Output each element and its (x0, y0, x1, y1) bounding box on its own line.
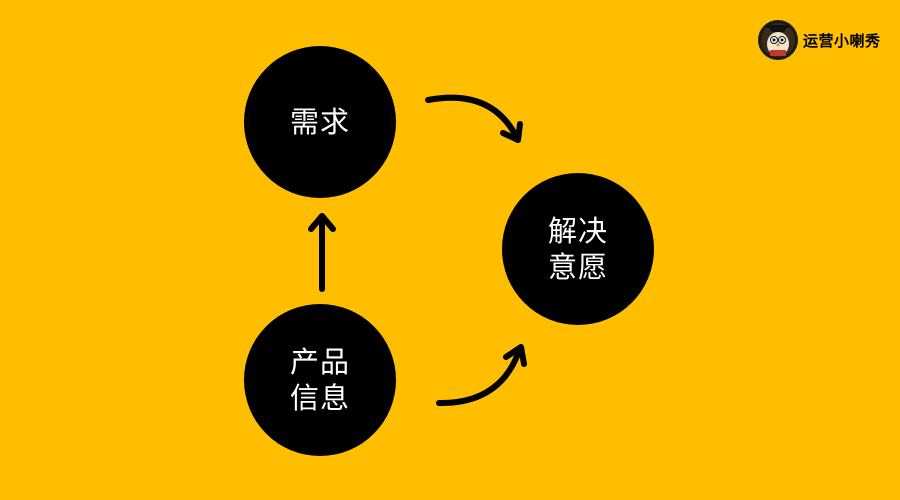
arrow-need-to-solve (425, 94, 523, 143)
node-solve-intent-label-2: 意愿 (547, 250, 608, 284)
node-solve-intent-label-1: 解决 (547, 214, 608, 248)
node-product-info: 产品 信息 (244, 304, 396, 456)
arrow-info-to-solve (436, 344, 527, 407)
owl-mascot-icon (758, 20, 798, 60)
arrow-info-to-need (308, 213, 336, 292)
brand-name: 运营小喇秀 (803, 31, 881, 50)
node-need: 需求 (244, 46, 396, 198)
node-product-info-label-2: 信息 (289, 381, 350, 415)
node-need-label-1: 需求 (289, 105, 350, 139)
node-solve-intent: 解决 意愿 (502, 173, 654, 325)
brand-logo: 运营小喇秀 (757, 18, 881, 62)
node-product-info-label-1: 产品 (289, 345, 350, 379)
